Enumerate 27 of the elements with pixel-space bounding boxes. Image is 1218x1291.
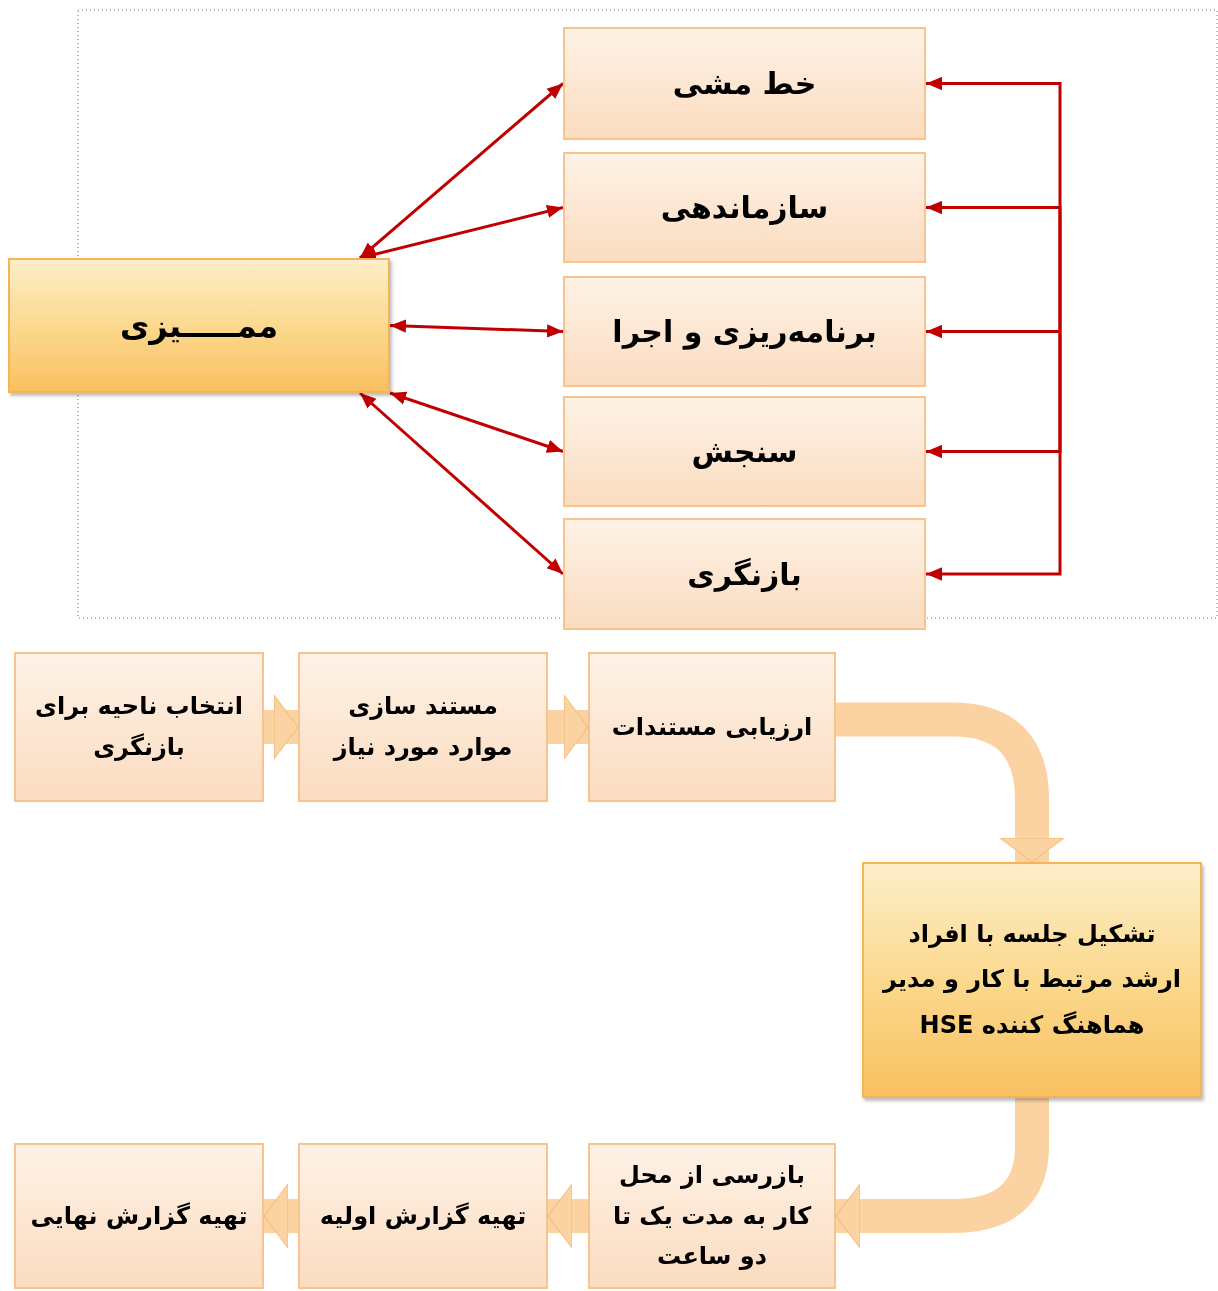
- process-box: ارزیابی مستندات: [588, 652, 836, 802]
- process-box: تهیه گزارش اولیه: [298, 1143, 548, 1289]
- process-box: تهیه گزارش نهایی: [14, 1143, 264, 1289]
- arrow: [389, 391, 564, 453]
- process-box: بازرسی از محل کار به مدت یک تا دو ساعت: [588, 1143, 836, 1289]
- arrow: [359, 391, 564, 576]
- process-box: مستند سازی موارد مورد نیاز: [298, 652, 548, 802]
- arrow: [926, 324, 1062, 339]
- process-box: انتخاب ناحیه برای بازنگری: [14, 652, 264, 802]
- block-arrow: [836, 702, 1065, 863]
- process-box: برنامه‌ریزی و اجرا: [563, 276, 926, 387]
- process-box: ممـــــیزی: [8, 258, 390, 393]
- process-box: بازنگری: [563, 518, 926, 630]
- process-box: تشکیل جلسه با افراد ارشد مرتبط با کار و مدیر هماهنگ کننده HSE: [862, 862, 1202, 1098]
- block-arrow: [264, 694, 299, 760]
- arrow: [389, 319, 564, 338]
- arrow: [926, 200, 1062, 332]
- block-arrow: [263, 1183, 298, 1249]
- arrow: [359, 204, 564, 261]
- process-box: سازماندهی: [563, 152, 926, 263]
- process-box: سنجش: [563, 396, 926, 507]
- block-arrow: [548, 694, 589, 760]
- block-arrow: [547, 1183, 588, 1249]
- process-box: خط مشی: [563, 27, 926, 140]
- arrow: [926, 331, 1062, 581]
- arrow: [359, 82, 564, 260]
- block-arrow: [835, 1098, 1049, 1249]
